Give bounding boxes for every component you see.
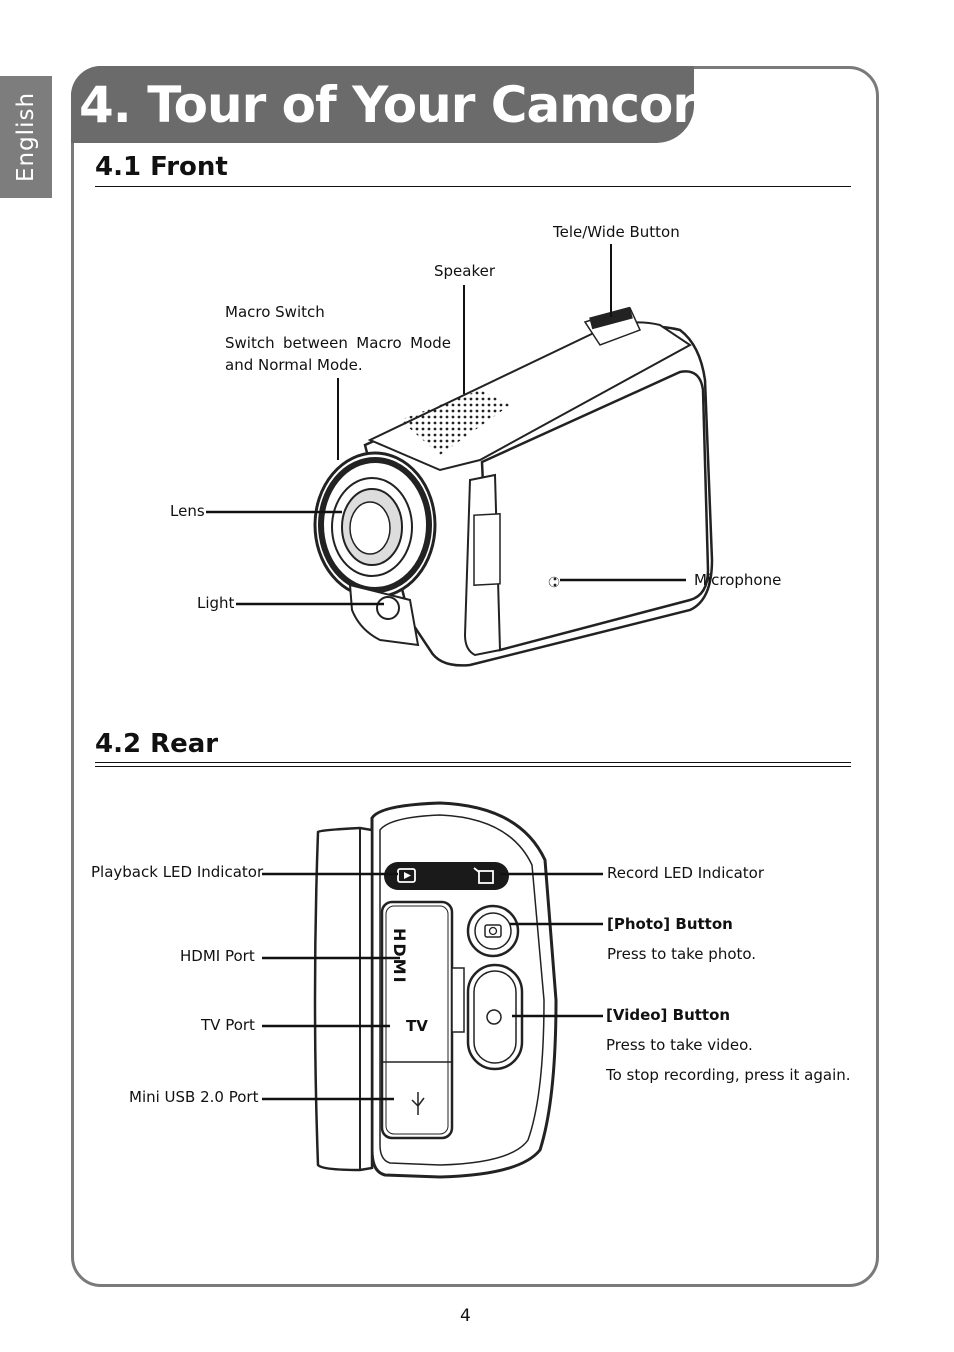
language-tab: English xyxy=(0,76,52,198)
rear-rule-top xyxy=(95,762,851,763)
front-rule xyxy=(95,186,851,187)
tv-port-label: TV Port xyxy=(201,1016,255,1034)
rear-heading: 4.2 Rear xyxy=(95,729,219,759)
speaker-label: Speaker xyxy=(434,262,496,280)
title-band: 4. Tour of Your Camcorder xyxy=(71,66,788,143)
lens-label: Lens xyxy=(170,502,205,520)
page-number: 4 xyxy=(460,1306,471,1326)
playback-led-label: Playback LED Indicator xyxy=(91,863,264,881)
page-title: 4. Tour of Your Camcorder xyxy=(79,76,788,134)
video-button-name: [Video] Button xyxy=(606,1006,731,1024)
macro-switch-description: Switch between Macro Mode and Normal Mod… xyxy=(225,334,451,374)
mini-usb-port-label: Mini USB 2.0 Port xyxy=(129,1088,259,1106)
tv-mark: TV xyxy=(406,1017,428,1035)
hdmi-port-label: HDMI Port xyxy=(180,947,255,965)
hdmi-mark: HDMI xyxy=(390,928,409,985)
microphone-label: Microphone xyxy=(694,571,782,589)
photo-button-label: [Photo] Button xyxy=(607,915,733,933)
tele-wide-button-label: Tele/Wide Button xyxy=(553,223,680,241)
macro-switch-label: Macro Switch xyxy=(225,303,325,321)
record-led-label: Record LED Indicator xyxy=(607,864,765,882)
light-label: Light xyxy=(197,594,235,612)
front-heading: 4.1 Front xyxy=(95,152,228,182)
video-button-label: [Video] Button xyxy=(606,1006,730,1024)
rear-rule-bottom xyxy=(95,766,851,767)
photo-button-name: [Photo] Button xyxy=(607,915,733,933)
video-button-description-2: To stop recording, press it again. xyxy=(606,1066,851,1084)
photo-button-description: Press to take photo. xyxy=(607,945,757,963)
video-button-description-1: Press to take video. xyxy=(606,1036,753,1054)
